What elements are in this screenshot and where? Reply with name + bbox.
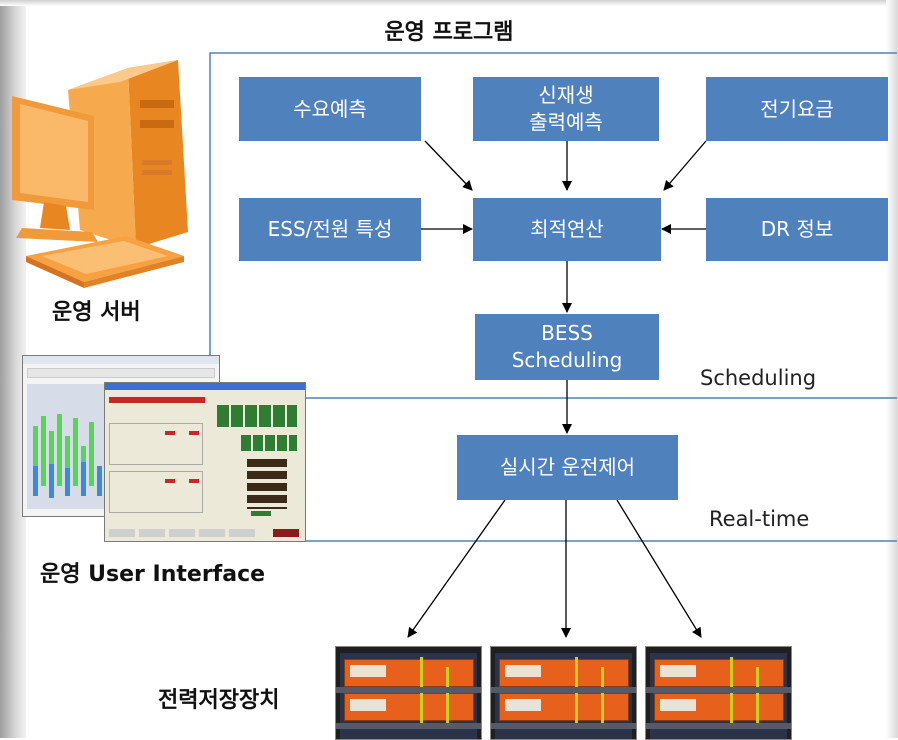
demand-forecast-box: 수요예측 [239,77,421,141]
realtime-zone-label: Real-time [709,507,810,531]
arrow-tariff [663,140,707,191]
ess-characteristics-box: ESS/전원 특성 [239,198,421,261]
ui-label: 운영 User Interface [40,562,266,587]
dr-info-box: DR 정보 [706,198,888,261]
arrow-demand [424,140,473,191]
battery-photo [335,646,482,740]
battery-photo [490,646,637,740]
arrow-control-ess3 [616,499,702,638]
server-label: 운영 서버 [52,300,141,325]
renewable-forecast-box: 신재생 출력예측 [473,77,659,141]
scheduling-zone-label: Scheduling [700,366,817,390]
program-frame [209,52,897,360]
ui-screenshot-front [104,382,306,542]
computer-icon [12,60,188,288]
program-title: 운영 프로그램 [384,20,514,45]
top-edge-shadow [0,0,898,6]
arrow-control-ess1 [407,499,506,638]
optimization-box: 최적연산 [473,198,661,261]
bess-scheduling-box: BESS Scheduling [475,314,659,380]
right-edge-shadow [886,0,898,738]
battery-photo [645,646,792,740]
tariff-box: 전기요금 [706,77,888,141]
storage-label: 전력저장장치 [158,688,280,713]
realtime-control-box: 실시간 운전제어 [457,435,678,500]
